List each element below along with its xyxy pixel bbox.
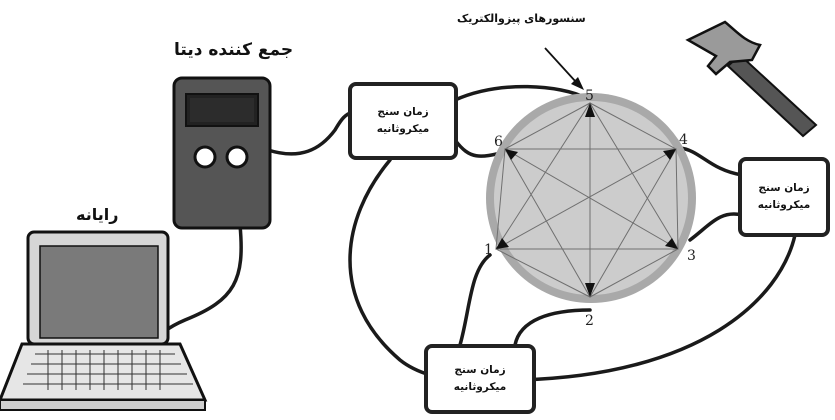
microsecond-timer-bottom: زمان سنج میکروثانیه [424,344,536,414]
sensor-number-1: 1 [484,242,493,258]
hammer-icon [685,20,818,138]
timer-label-line1: زمان سنج [758,182,810,194]
timer-label-line1: زمان سنج [454,364,506,376]
microsecond-timer-right: زمان سنج میکروثانیه [738,157,830,237]
pointer-arrow [544,47,584,90]
cables [133,84,797,382]
microsecond-timer-top: زمان سنج میکروثانیه [348,82,458,160]
timer-label-line1: زمان سنج [377,106,429,118]
computer-label: رایانه [76,205,119,224]
sensor-numbers: 5 4 3 2 1 6 [484,88,696,329]
timer-label-line2: میکروثانیه [757,199,811,211]
specimen-disc [486,93,696,303]
data-collector-device [172,76,272,230]
timer-label-line2: میکروثانیه [453,381,507,393]
sensor-number-3: 3 [687,248,696,264]
sensor-number-5: 5 [585,88,594,104]
sensor-number-6: 6 [494,134,503,150]
sensor-number-2: 2 [585,313,594,329]
laptop-icon [0,230,208,411]
sensor-number-4: 4 [679,132,688,148]
sensor-markers [496,103,678,297]
sensors-label: سنسورهای پیزوالکتریک [457,12,586,25]
timer-label-line2: میکروثانیه [376,123,430,135]
collector-label: جمع کننده دیتا [174,40,294,60]
